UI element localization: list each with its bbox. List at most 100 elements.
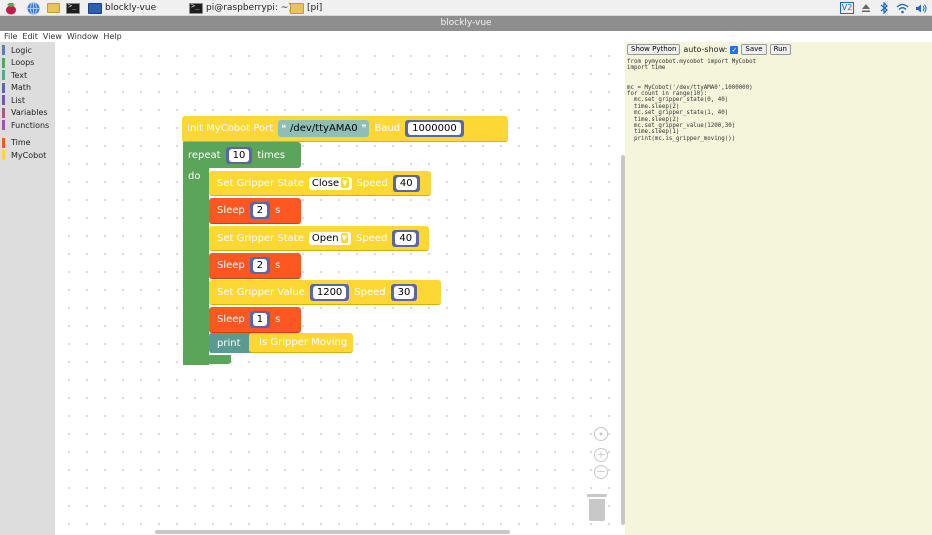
- block-label: Baud: [374, 123, 401, 134]
- category-label: List: [11, 95, 25, 105]
- sleep-block[interactable]: Sleep 1 s: [209, 307, 301, 333]
- category-label: Functions: [11, 120, 50, 130]
- browser-icon[interactable]: [26, 1, 40, 15]
- block-label: Is Gripper Moving: [259, 337, 348, 348]
- sleep-seconds-field[interactable]: 2: [252, 204, 268, 217]
- vnc-label: V2: [839, 2, 855, 14]
- block-label: print: [217, 337, 241, 349]
- set-gripper-value-block[interactable]: Set Gripper Value 1200 Speed 30: [209, 280, 441, 305]
- menu-view[interactable]: View: [42, 32, 62, 41]
- sleep-seconds-field[interactable]: 2: [252, 259, 268, 272]
- repeat-do-arm: do: [183, 168, 209, 365]
- menu-window[interactable]: Window: [66, 32, 99, 41]
- baud-field[interactable]: 1000000: [408, 122, 461, 135]
- repeat-count-field[interactable]: 10: [228, 148, 250, 162]
- save-button[interactable]: Save: [741, 44, 767, 55]
- toolbox-category-time[interactable]: Time: [0, 137, 55, 150]
- gripper-state-dropdown[interactable]: Close▼: [308, 176, 352, 190]
- toolbox-category-mycobot[interactable]: MyCobot: [0, 149, 55, 162]
- zoom-in-icon[interactable]: +: [594, 448, 608, 462]
- print-block[interactable]: print: [209, 333, 253, 353]
- init-mycobot-block[interactable]: Init MyCobot Port ❝ /dev/ttyAMA0 ❞ Baud …: [182, 116, 508, 142]
- speed-field[interactable]: 40: [395, 176, 417, 190]
- blockly-workspace[interactable]: Init MyCobot Port ❝ /dev/ttyAMA0 ❞ Baud …: [55, 42, 625, 535]
- set-gripper-state-block[interactable]: Set Gripper State Close▼ Speed 40: [209, 171, 431, 196]
- repeat-block[interactable]: repeat 10 times: [183, 142, 301, 168]
- speed-number-input[interactable]: 40: [392, 174, 420, 192]
- category-swatch: [2, 45, 5, 56]
- zoom-out-icon[interactable]: −: [594, 465, 608, 479]
- wifi-icon[interactable]: [895, 1, 909, 15]
- menu-edit[interactable]: Edit: [22, 32, 38, 41]
- repeat-count-input[interactable]: 10: [225, 146, 253, 164]
- gripper-value-input[interactable]: 1200: [309, 283, 350, 301]
- menu-file[interactable]: File: [4, 32, 18, 41]
- os-taskbar: blockly-vue pi@raspberrypi: ~] [pi] V2: [0, 0, 932, 16]
- recenter-icon[interactable]: [594, 427, 608, 441]
- raspberry-menu-icon[interactable]: [4, 1, 18, 15]
- category-swatch: [2, 70, 5, 81]
- block-label: do: [188, 171, 201, 182]
- block-label: Sleep: [217, 205, 245, 216]
- port-string-input[interactable]: ❝ /dev/ttyAMA0 ❞: [278, 120, 370, 137]
- auto-show-checkbox[interactable]: ✓: [730, 45, 739, 54]
- category-swatch: [2, 57, 5, 68]
- sleep-seconds-field[interactable]: 1: [252, 313, 268, 326]
- category-label: Text: [11, 70, 28, 80]
- blockly-toolbox: Logic Loops Text Math List Variables Fun…: [0, 42, 55, 535]
- chevron-down-icon: ▼: [341, 178, 349, 188]
- is-gripper-moving-block[interactable]: Is Gripper Moving: [249, 333, 353, 353]
- category-swatch: [2, 150, 5, 161]
- toolbox-category-logic[interactable]: Logic: [0, 44, 55, 57]
- task-blockly-vue[interactable]: blockly-vue: [88, 0, 156, 16]
- menu-help[interactable]: Help: [103, 32, 122, 41]
- task-label: [pi]: [307, 3, 323, 13]
- speed-field[interactable]: 40: [395, 231, 417, 245]
- terminal-icon[interactable]: [66, 1, 80, 15]
- sleep-seconds-input[interactable]: 2: [249, 257, 271, 274]
- vertical-scrollbar[interactable]: [621, 155, 625, 525]
- speed-field[interactable]: 30: [393, 285, 415, 299]
- category-swatch: [2, 82, 5, 93]
- baud-number-input[interactable]: 1000000: [405, 120, 464, 137]
- task-terminal[interactable]: pi@raspberrypi: ~]: [189, 0, 292, 16]
- toolbox-category-text[interactable]: Text: [0, 69, 55, 82]
- auto-show-label: auto-show:: [683, 45, 728, 54]
- toolbox-category-functions[interactable]: Functions: [0, 119, 55, 132]
- run-button[interactable]: Run: [769, 44, 791, 55]
- toolbox-category-loops[interactable]: Loops: [0, 57, 55, 70]
- folder-icon: [290, 2, 304, 14]
- bluetooth-icon[interactable]: [877, 1, 891, 15]
- category-label: Variables: [11, 108, 48, 118]
- block-label: Init MyCobot Port: [187, 123, 274, 134]
- python-toolbar: Show Python auto-show: ✓ Save Run: [625, 42, 932, 56]
- sleep-block[interactable]: Sleep 2 s: [209, 253, 301, 279]
- trash-icon[interactable]: [587, 494, 607, 522]
- gripper-value-field[interactable]: 1200: [312, 285, 347, 299]
- file-manager-icon[interactable]: [46, 1, 60, 15]
- sleep-block[interactable]: Sleep 2 s: [209, 198, 301, 224]
- volume-icon[interactable]: [914, 1, 928, 15]
- vnc-tray-icon[interactable]: V2: [838, 1, 856, 15]
- toolbox-category-list[interactable]: List: [0, 94, 55, 107]
- category-swatch: [2, 95, 5, 106]
- terminal-icon: [189, 2, 203, 14]
- set-gripper-state-block[interactable]: Set Gripper State Open▼ Speed 40: [209, 226, 429, 251]
- category-swatch: [2, 120, 5, 131]
- block-label: repeat: [188, 149, 221, 161]
- task-file-manager[interactable]: [pi]: [290, 0, 322, 16]
- block-label: Set Gripper State: [217, 177, 304, 189]
- block-label: s: [275, 205, 281, 216]
- speed-number-input[interactable]: 30: [390, 283, 418, 301]
- sleep-seconds-input[interactable]: 1: [249, 311, 271, 328]
- eject-icon[interactable]: [859, 1, 873, 15]
- speed-number-input[interactable]: 40: [392, 229, 420, 247]
- show-python-button[interactable]: Show Python: [627, 44, 681, 55]
- horizontal-scrollbar[interactable]: [155, 530, 510, 534]
- port-field[interactable]: /dev/ttyAMA0: [290, 123, 358, 134]
- gripper-state-dropdown[interactable]: Open▼: [308, 231, 351, 245]
- sleep-seconds-input[interactable]: 2: [249, 202, 271, 219]
- toolbox-category-math[interactable]: Math: [0, 82, 55, 95]
- toolbox-category-variables[interactable]: Variables: [0, 107, 55, 120]
- block-label: s: [275, 260, 281, 271]
